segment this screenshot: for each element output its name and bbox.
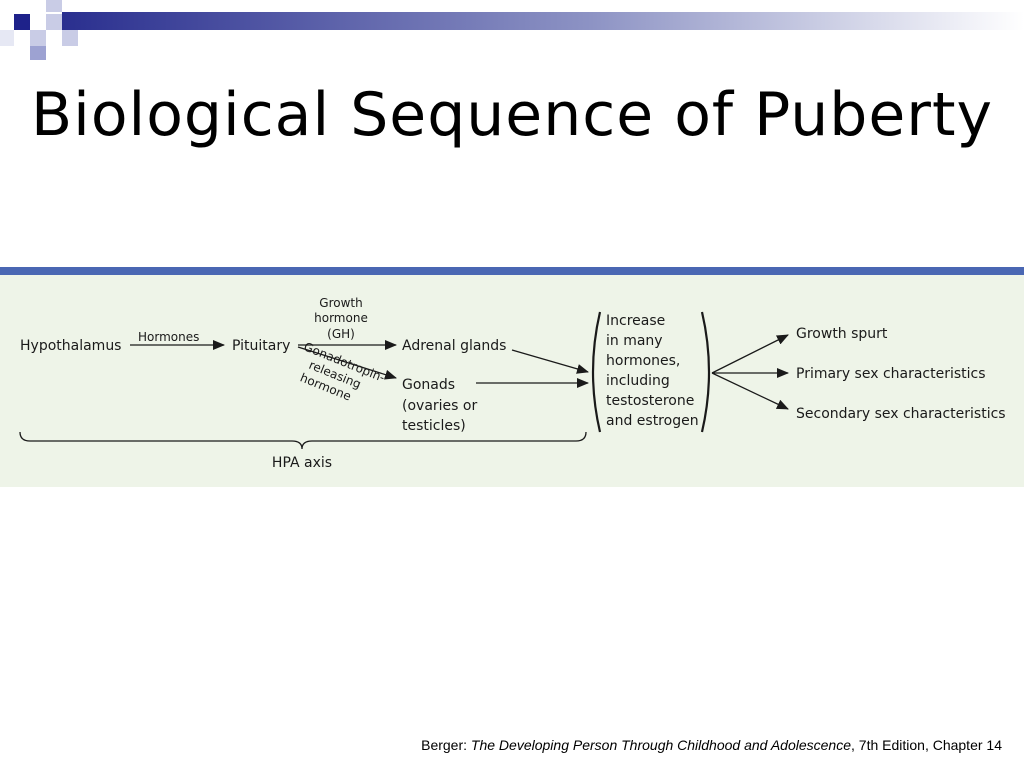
svg-text:including: including [606,373,670,389]
arrow-adrenal-increase [511,349,589,374]
citation-book: The Developing Person Through Childhood … [470,737,851,753]
svg-text:and estrogen: and estrogen [606,413,699,429]
svg-text:Gonads: Gonads [402,377,455,393]
arrow-pituitary-gonads [297,346,397,380]
edge-label-growth-hormone: Growth hormone (GH) [314,296,368,341]
svg-text:Growth: Growth [319,296,362,310]
right-paren [700,311,711,433]
svg-text:testicles): testicles) [402,418,466,434]
node-pituitary: Pituitary [232,338,290,354]
svg-text:hormones,: hormones, [606,353,680,369]
citation-author: Berger: [421,737,468,753]
node-primary-sex-characteristics: Primary sex characteristics [796,366,986,382]
node-growth-spurt: Growth spurt [796,326,888,342]
puberty-diagram: Hypothalamus Pituitary Adrenal glands Go… [0,275,1024,487]
edge-label-hormones: Hormones [138,330,199,344]
node-secondary-sex-characteristics: Secondary sex characteristics [796,406,1006,422]
node-hypothalamus: Hypothalamus [20,338,121,354]
left-paren [591,311,602,433]
svg-text:(ovaries or: (ovaries or [402,398,477,414]
node-adrenal-glands: Adrenal glands [402,338,506,354]
node-gonads: Gonads (ovaries or testicles) [402,377,477,434]
node-hormone-increase: Increase in many hormones, including tes… [606,313,699,429]
svg-text:in many: in many [606,333,663,349]
svg-text:Increase: Increase [606,313,665,329]
header-decoration [0,0,1024,60]
hpa-axis-label: HPA axis [272,455,332,471]
svg-text:hormone: hormone [314,311,368,325]
svg-text:testosterone: testosterone [606,393,694,409]
arrow-to-secondary [711,372,789,410]
citation-edition: , 7th Edition, Chapter 14 [851,737,1002,753]
edge-label-gnrh: Gonadotropin- releasing hormone [298,340,387,404]
arrow-to-growth-spurt [711,334,789,374]
citation: Berger: The Developing Person Through Ch… [421,737,1002,753]
svg-text:(GH): (GH) [327,327,355,341]
slide-title: Biological Sequence of Puberty [31,80,993,150]
diagram-top-rule [0,267,1024,275]
hpa-brace [19,431,587,450]
